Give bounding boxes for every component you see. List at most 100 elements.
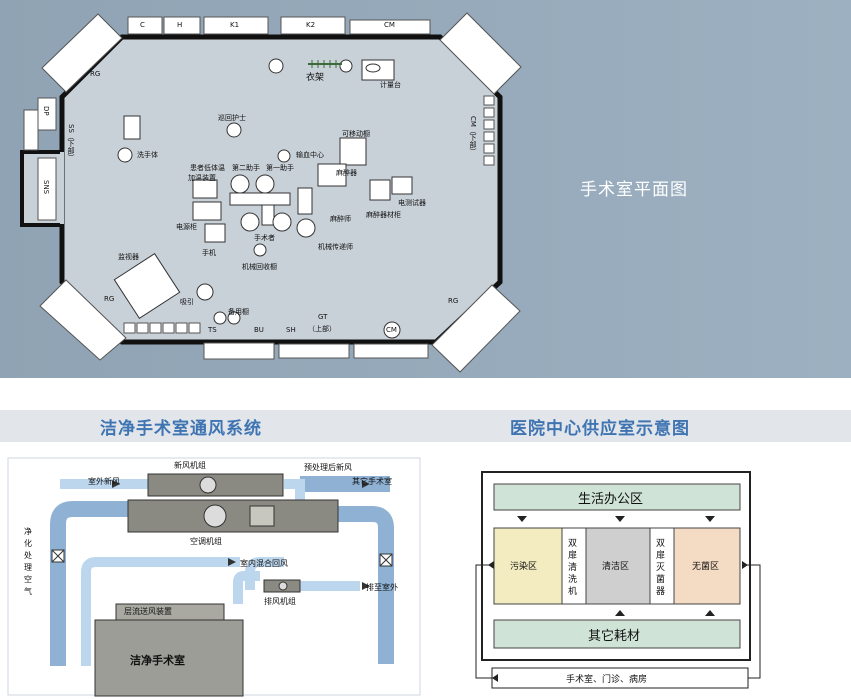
label-pretreated-air: 预处理后新风	[304, 463, 352, 472]
label-fresh-air-unit: 新风机组	[174, 461, 206, 470]
label-ahu: 空调机组	[190, 537, 222, 546]
label-bu: BU	[254, 326, 264, 334]
corner-panel-tr	[439, 12, 522, 95]
duct-fresh-out	[284, 479, 305, 504]
label-contaminated: 污染区	[510, 562, 538, 572]
label-dp: DP	[42, 106, 50, 116]
label-laminar-supply: 层流送风装置	[124, 607, 172, 616]
hvac-labels: 新风机组 室外新风 预处理后新风 其它手术室 净化处理空气 空调机组 室内混合回…	[0, 454, 430, 699]
duct-return	[81, 557, 240, 666]
surgeon-figure	[240, 212, 260, 232]
label-cm-top: CM	[384, 21, 395, 29]
warmer-box-2	[192, 201, 222, 221]
label-gt-sub: （上部）	[308, 325, 336, 333]
label-rg-tl: RG	[90, 70, 101, 78]
label-anesthesia-cabinet: 麻醉器材柜	[366, 211, 401, 219]
label-rg-br: RG	[448, 297, 459, 305]
lamp-right	[339, 59, 353, 73]
label-anesthesia-machine: 麻醉器	[336, 169, 357, 177]
wall-box-sh	[278, 343, 350, 359]
corner-panel-br	[431, 284, 521, 373]
label-sh: SH	[286, 326, 296, 334]
label-ss: SS（下部）	[67, 124, 75, 161]
assistant-1-figure	[255, 174, 275, 194]
label-sterilizer: 双扉灭菌器	[656, 539, 666, 597]
label-other-or: 其它手术室	[352, 477, 392, 486]
label-sterile: 无菌区	[692, 562, 720, 572]
wall-box-ss	[23, 109, 39, 151]
label-exhaust-unit: 排风机组	[264, 597, 296, 606]
floor-plan-title: 手术室平面图	[580, 180, 688, 200]
mobile-cart-box	[339, 137, 367, 166]
label-h: H	[177, 21, 183, 29]
clean-or-box	[94, 619, 244, 697]
consumables-box	[493, 619, 741, 649]
cssd-section-title: 医院中心供应室示意图	[510, 419, 690, 439]
section-title-band	[0, 410, 851, 442]
assistant-2-figure	[230, 174, 250, 194]
label-k1: K1	[230, 21, 240, 29]
label-c: C	[140, 21, 145, 29]
corner-panel-tl	[41, 13, 123, 93]
suction-figure	[196, 283, 214, 301]
label-exhaust-outdoor: 排至室外	[366, 583, 398, 592]
corner-panel-bl	[39, 279, 127, 361]
plan-labels: C H K1 K2 CM RG RG RG DP SS（下部） SNS CM（下…	[42, 21, 477, 334]
office-box	[493, 483, 741, 511]
label-destinations: 手术室、门诊、病房	[566, 675, 648, 685]
clean-zone	[585, 527, 651, 605]
label-warmer-2: 加温装置	[188, 174, 216, 182]
label-transfusion: 输血中心	[296, 151, 324, 159]
label-cm-bottom: CM	[386, 326, 397, 334]
label-assistant-2: 第二助手	[232, 164, 260, 172]
duct-left-riser	[50, 501, 140, 666]
cssd-diagram	[475, 471, 761, 689]
wall-box-h	[163, 16, 201, 35]
lamp-left	[268, 58, 284, 74]
operating-table	[229, 192, 291, 206]
contaminated-zone	[493, 527, 563, 605]
cabinet-box-1	[369, 179, 391, 201]
label-k2: K2	[306, 21, 316, 29]
sterile-zone	[673, 527, 741, 605]
label-outdoor-fresh-air: 室外新风	[88, 477, 120, 486]
label-instrument-recovery: 机械回收橱	[242, 263, 277, 271]
monitor-box	[113, 252, 181, 320]
label-clean-or: 洁净手术室	[130, 654, 185, 667]
counter-box	[361, 59, 395, 81]
label-gt: GT	[318, 313, 328, 321]
warmer-box-1	[192, 179, 218, 199]
label-passer: 机械传递师	[318, 243, 353, 251]
wall-box-k1	[203, 16, 269, 35]
label-ts: TS	[208, 326, 217, 334]
label-suction: 吸引	[180, 298, 194, 306]
label-clean: 清洁区	[602, 562, 630, 572]
wall-box-k2	[280, 16, 346, 35]
wall-box-cm-bottom	[353, 343, 429, 359]
label-counter: 计量台	[380, 81, 401, 89]
label-handset: 手机	[202, 249, 216, 257]
label-cm-right: CM（下部）	[469, 116, 477, 155]
label-anesthetist: 麻醉师	[330, 215, 351, 223]
label-surgeon: 手术者	[254, 234, 275, 242]
label-rg-bl: RG	[104, 295, 115, 303]
anesthetist-figure	[272, 212, 292, 232]
floor-plan-drawing	[0, 0, 851, 378]
label-standby: 备用橱	[228, 308, 249, 316]
wall-box-cm-top	[349, 19, 431, 35]
label-ecg: 电测试器	[398, 199, 426, 207]
wall-box-c	[127, 16, 163, 35]
bottom-section: 洁净手术室通风系统 医院中心供应室示意图	[0, 378, 851, 699]
label-office: 生活办公区	[578, 492, 644, 507]
hvac-diagram	[7, 457, 421, 697]
ahu-box	[127, 499, 339, 533]
label-purify-air: 净化处理空气	[24, 527, 32, 596]
power-cabinet-box	[204, 223, 226, 243]
passer-figure	[296, 218, 316, 238]
wall-box-ts-bu	[203, 342, 275, 360]
label-monitor: 监视器	[118, 253, 139, 261]
label-washer: 双扉清洗机	[568, 539, 578, 597]
anesthesia-machine-box	[317, 163, 347, 187]
cabinet-box-2	[391, 176, 413, 195]
cart-box-2	[297, 187, 313, 215]
